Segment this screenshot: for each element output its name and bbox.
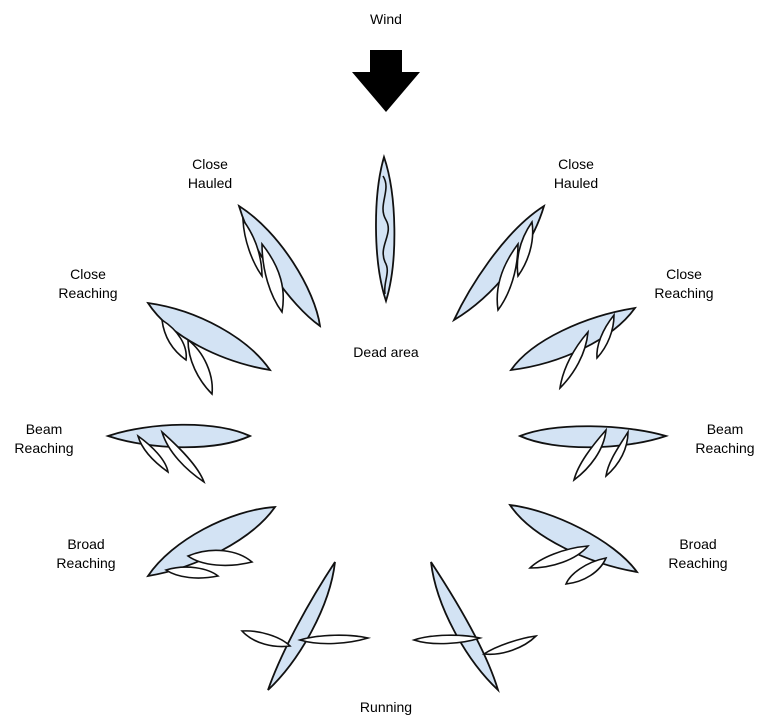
boat-running-left <box>240 561 372 691</box>
boat-close-hauled-right <box>451 203 546 323</box>
boat-broad-reaching-right <box>508 503 640 585</box>
broad-reaching-left-line2: Reaching <box>56 555 115 571</box>
boat-broad-reaching-left <box>146 505 277 579</box>
boat-running-right <box>411 561 539 693</box>
dead-area-label: Dead area <box>353 344 419 360</box>
beam-reaching-right-line2: Reaching <box>695 440 754 456</box>
beam-reaching-left-line1: Beam <box>26 421 63 437</box>
close-reaching-right-line1: Close <box>666 266 702 282</box>
arrow-down-icon <box>352 50 420 112</box>
close-hauled-right-line1: Close <box>558 156 594 172</box>
close-hauled-left-line2: Hauled <box>188 175 232 191</box>
close-reaching-right-line2: Reaching <box>654 285 713 301</box>
close-hauled-left-line1: Close <box>192 156 228 172</box>
boat-close-reaching-right <box>509 306 637 391</box>
close-reaching-left-line2: Reaching <box>58 285 117 301</box>
boat-beam-reaching-left <box>105 423 253 485</box>
close-reaching-left-line1: Close <box>70 266 106 282</box>
broad-reaching-left-line1: Broad <box>67 536 104 552</box>
broad-reaching-right-line2: Reaching <box>668 555 727 571</box>
boat-head-to-wind <box>375 154 396 304</box>
boat-beam-reaching-right <box>517 425 669 482</box>
broad-reaching-right-line1: Broad <box>679 536 716 552</box>
wind-label: Wind <box>370 11 402 27</box>
beam-reaching-right-line1: Beam <box>707 421 744 437</box>
beam-reaching-left-line2: Reaching <box>14 440 73 456</box>
boat-close-hauled-left <box>237 203 322 328</box>
running-label: Running <box>360 699 412 715</box>
close-hauled-right-line2: Hauled <box>554 175 598 191</box>
boat-close-reaching-left <box>146 301 272 396</box>
